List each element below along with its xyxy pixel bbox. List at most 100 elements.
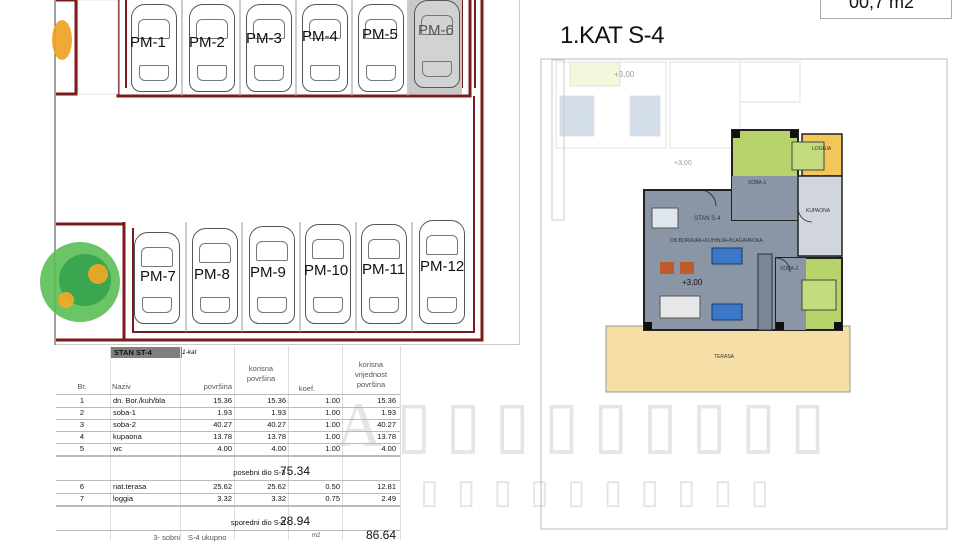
room-label-terasa: TERASA [714,354,735,360]
table-cell-povrsina: 25.62 [213,482,232,491]
table-cell-naziv: wc [113,444,123,453]
row-divider [56,431,400,432]
table-cell-vrijednost: 15.36 [377,396,396,405]
subtotal-label: posebni dio S-3 - [233,468,290,477]
room-label-kupaona: KUPAONA [806,208,831,214]
car-icon [189,4,235,92]
parking-spot-label: PM-4 [302,28,338,45]
car-icon [305,224,351,324]
table-cell-br: 7 [79,494,85,503]
total-value: 86.64 [365,528,396,542]
table-cell-koef: 1.00 [325,396,340,405]
area-header-text: 00,7 m2 [849,0,915,12]
table-cell-br: 6 [79,482,85,491]
table-cell-korisna: 4.00 [271,444,286,453]
car-icon [192,228,238,324]
area-table: STAN ST-4 1-kat Br. Naziv površina koris… [56,346,401,542]
footer-label: S-4 ukupno [188,533,227,542]
room-label-loggia: LOGGIA [812,146,832,152]
subtotal-value: 75.34 [279,464,311,478]
elevation-label: +3,00 [682,278,703,287]
row-divider [56,419,400,420]
table-cell-naziv: soba-1 [113,408,136,417]
table-cell-koef: 1.00 [325,408,340,417]
floor-plan-drawing [540,58,948,530]
car-icon [358,4,404,92]
table-cell-povrsina: 3.32 [217,494,232,503]
column-header: Br. [77,382,87,391]
table-cell-naziv: kupaona [113,432,142,441]
parking-spot-label: PM-12 [420,258,465,275]
table-subtitle: 1-kat [182,349,197,356]
parking-spot-label: PM-1 [130,34,166,51]
car-icon [302,4,348,92]
table-cell-korisna: 3.32 [271,494,286,503]
parking-spot-label: PM-3 [246,30,282,47]
table-cell-korisna: 15.36 [267,396,286,405]
parking-spot-label: PM-7 [140,268,176,285]
car-icon [419,220,465,324]
table-cell-koef: 1.00 [325,444,340,453]
table-cell-povrsina: 13.78 [213,432,232,441]
table-cell-povrsina: 15.36 [213,396,232,405]
table-cell-koef: 1.00 [325,432,340,441]
car-icon [246,4,292,92]
table-cell-korisna: 40.27 [267,420,286,429]
room-label-boravak: DN.BORAVAK+KUHINJA+BLAGAVAONA [670,238,763,244]
table-cell-povrsina: 1.93 [217,408,232,417]
table-cell-naziv: loggia [113,494,134,503]
room-label-soba-1: SOBA-1 [748,180,767,186]
table-cell-povrsina: 4.00 [217,444,232,453]
table-cell-povrsina: 40.27 [213,420,232,429]
page-title: 1.KAT S-4 [560,22,665,49]
table-cell-naziv: dn. Bor./kuh/bla [113,396,166,405]
parking-spot-label: PM-8 [194,266,230,283]
room-label-soba-2: SOBA-2 [780,266,799,272]
floor-plan: +3,00 +3,00 +3,00 SOBA-1 LOGGIA STAN S-4… [540,58,948,530]
table-cell-koef: 1.00 [325,420,340,429]
table-cell-vrijednost: 1.93 [381,408,396,417]
row-divider [56,455,400,456]
car-icon [414,0,460,88]
table-cell-vrijednost: 12.81 [377,482,396,491]
row-divider [56,493,400,494]
table-cell-korisna: 13.78 [267,432,286,441]
table-cell-br: 5 [79,444,85,453]
car-icon [134,232,180,324]
table-cell-korisna: 25.62 [267,482,286,491]
row-divider [56,443,400,444]
table-cell-naziv: soba-2 [113,420,136,429]
row-divider [56,505,400,506]
table-title-bg [110,347,182,358]
car-icon [249,226,295,324]
parking-plan: PM-1 PM-2 PM-3 PM-4 PM-5 PM-6 PM-7 PM-8 … [0,0,520,345]
parking-spot-label: PM-9 [250,264,286,281]
column-header: Naziv [112,382,131,391]
table-cell-br: 3 [79,420,85,429]
table-title: STAN ST-4 [114,348,152,357]
table-cell-br: 1 [79,396,85,405]
table-cell-vrijednost: 40.27 [377,420,396,429]
table-cell-koef: 0.75 [325,494,340,503]
table-cell-vrijednost: 4.00 [381,444,396,453]
parking-spot-label: PM-5 [362,26,398,43]
table-cell-vrijednost: 13.78 [377,432,396,441]
parking-spot-label: PM-2 [189,34,225,51]
car-icon [361,224,407,324]
row-divider [56,407,400,408]
parking-spot-label: PM-10 [304,262,349,279]
elevation-label: +3,00 [674,160,692,167]
column-header: korisna vrijednost površina [354,360,388,389]
subtotal-value: 28.94 [279,514,311,528]
subtotal-label: sporedni dio S-3 - [230,518,290,527]
parking-spot-label: PM-11 [362,261,406,278]
column-header: koef. [298,384,316,393]
footer-unit: m2 [312,533,321,539]
table-cell-koef: 0.50 [325,482,340,491]
table-cell-br: 2 [79,408,85,417]
footer-rooms: 3- sobni [153,533,180,542]
table-cell-naziv: nat.terasa [113,482,147,491]
table-cell-br: 4 [79,432,85,441]
car-icon [131,4,177,92]
parking-spot-label: PM-6 [418,22,454,39]
